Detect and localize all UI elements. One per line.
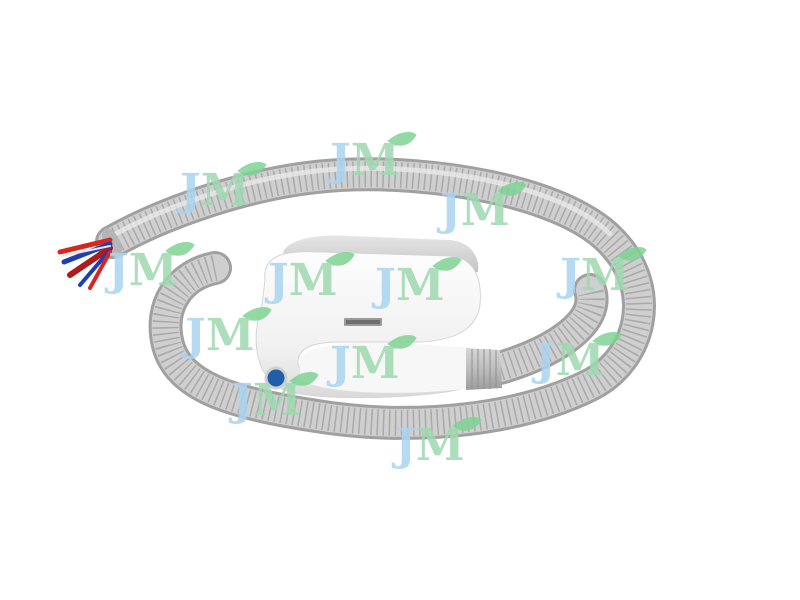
leaf-icon <box>617 247 647 261</box>
watermark-logo: JM <box>326 335 417 389</box>
hose-ribs <box>105 161 652 436</box>
leaf-icon <box>387 335 417 349</box>
trigger-button <box>264 366 288 390</box>
leaf-icon <box>387 132 417 146</box>
watermark-text: JM <box>176 165 250 216</box>
leaf-icon <box>242 307 272 321</box>
watermark-text: JM <box>228 375 302 426</box>
leaf-icon <box>592 332 622 346</box>
leaf-icon <box>289 372 319 386</box>
watermark-logo: JM <box>264 252 355 306</box>
leaf-icon <box>237 162 267 176</box>
watermark-logo: JM <box>326 132 417 186</box>
watermark-logo: JM <box>436 182 527 236</box>
watermark-logo: JM <box>371 257 462 311</box>
watermark-text: JM <box>391 420 465 471</box>
watermark-text: JM <box>104 245 178 296</box>
watermark-text: JM <box>326 338 400 389</box>
hose-highlight <box>109 165 613 239</box>
watermark-text: JM <box>531 335 605 386</box>
watermark-text: JM <box>556 250 630 301</box>
watermark-logo: JM <box>556 247 647 301</box>
handpiece-neck <box>300 342 472 393</box>
leaf-icon <box>452 417 482 431</box>
watermark-logo: JM <box>181 307 272 361</box>
watermark-text: JM <box>326 135 400 186</box>
leaf-icon <box>165 242 195 256</box>
watermark-logo: JM <box>391 417 482 471</box>
leaf-icon <box>325 252 355 266</box>
wire-bundle <box>57 237 113 290</box>
watermark-text: JM <box>371 260 445 311</box>
watermark-text: JM <box>181 310 255 361</box>
watermark-text: JM <box>436 185 510 236</box>
watermark-logo: JM <box>228 372 319 426</box>
watermark-logo: JM <box>531 332 622 386</box>
watermark-logo: JM <box>176 162 267 216</box>
hose <box>95 157 656 440</box>
watermark-logo: JM <box>104 242 195 296</box>
leaf-icon <box>497 182 527 196</box>
hose-inner-body <box>486 276 606 382</box>
leaf-icon <box>432 257 462 271</box>
watermark-text: JM <box>264 255 338 306</box>
